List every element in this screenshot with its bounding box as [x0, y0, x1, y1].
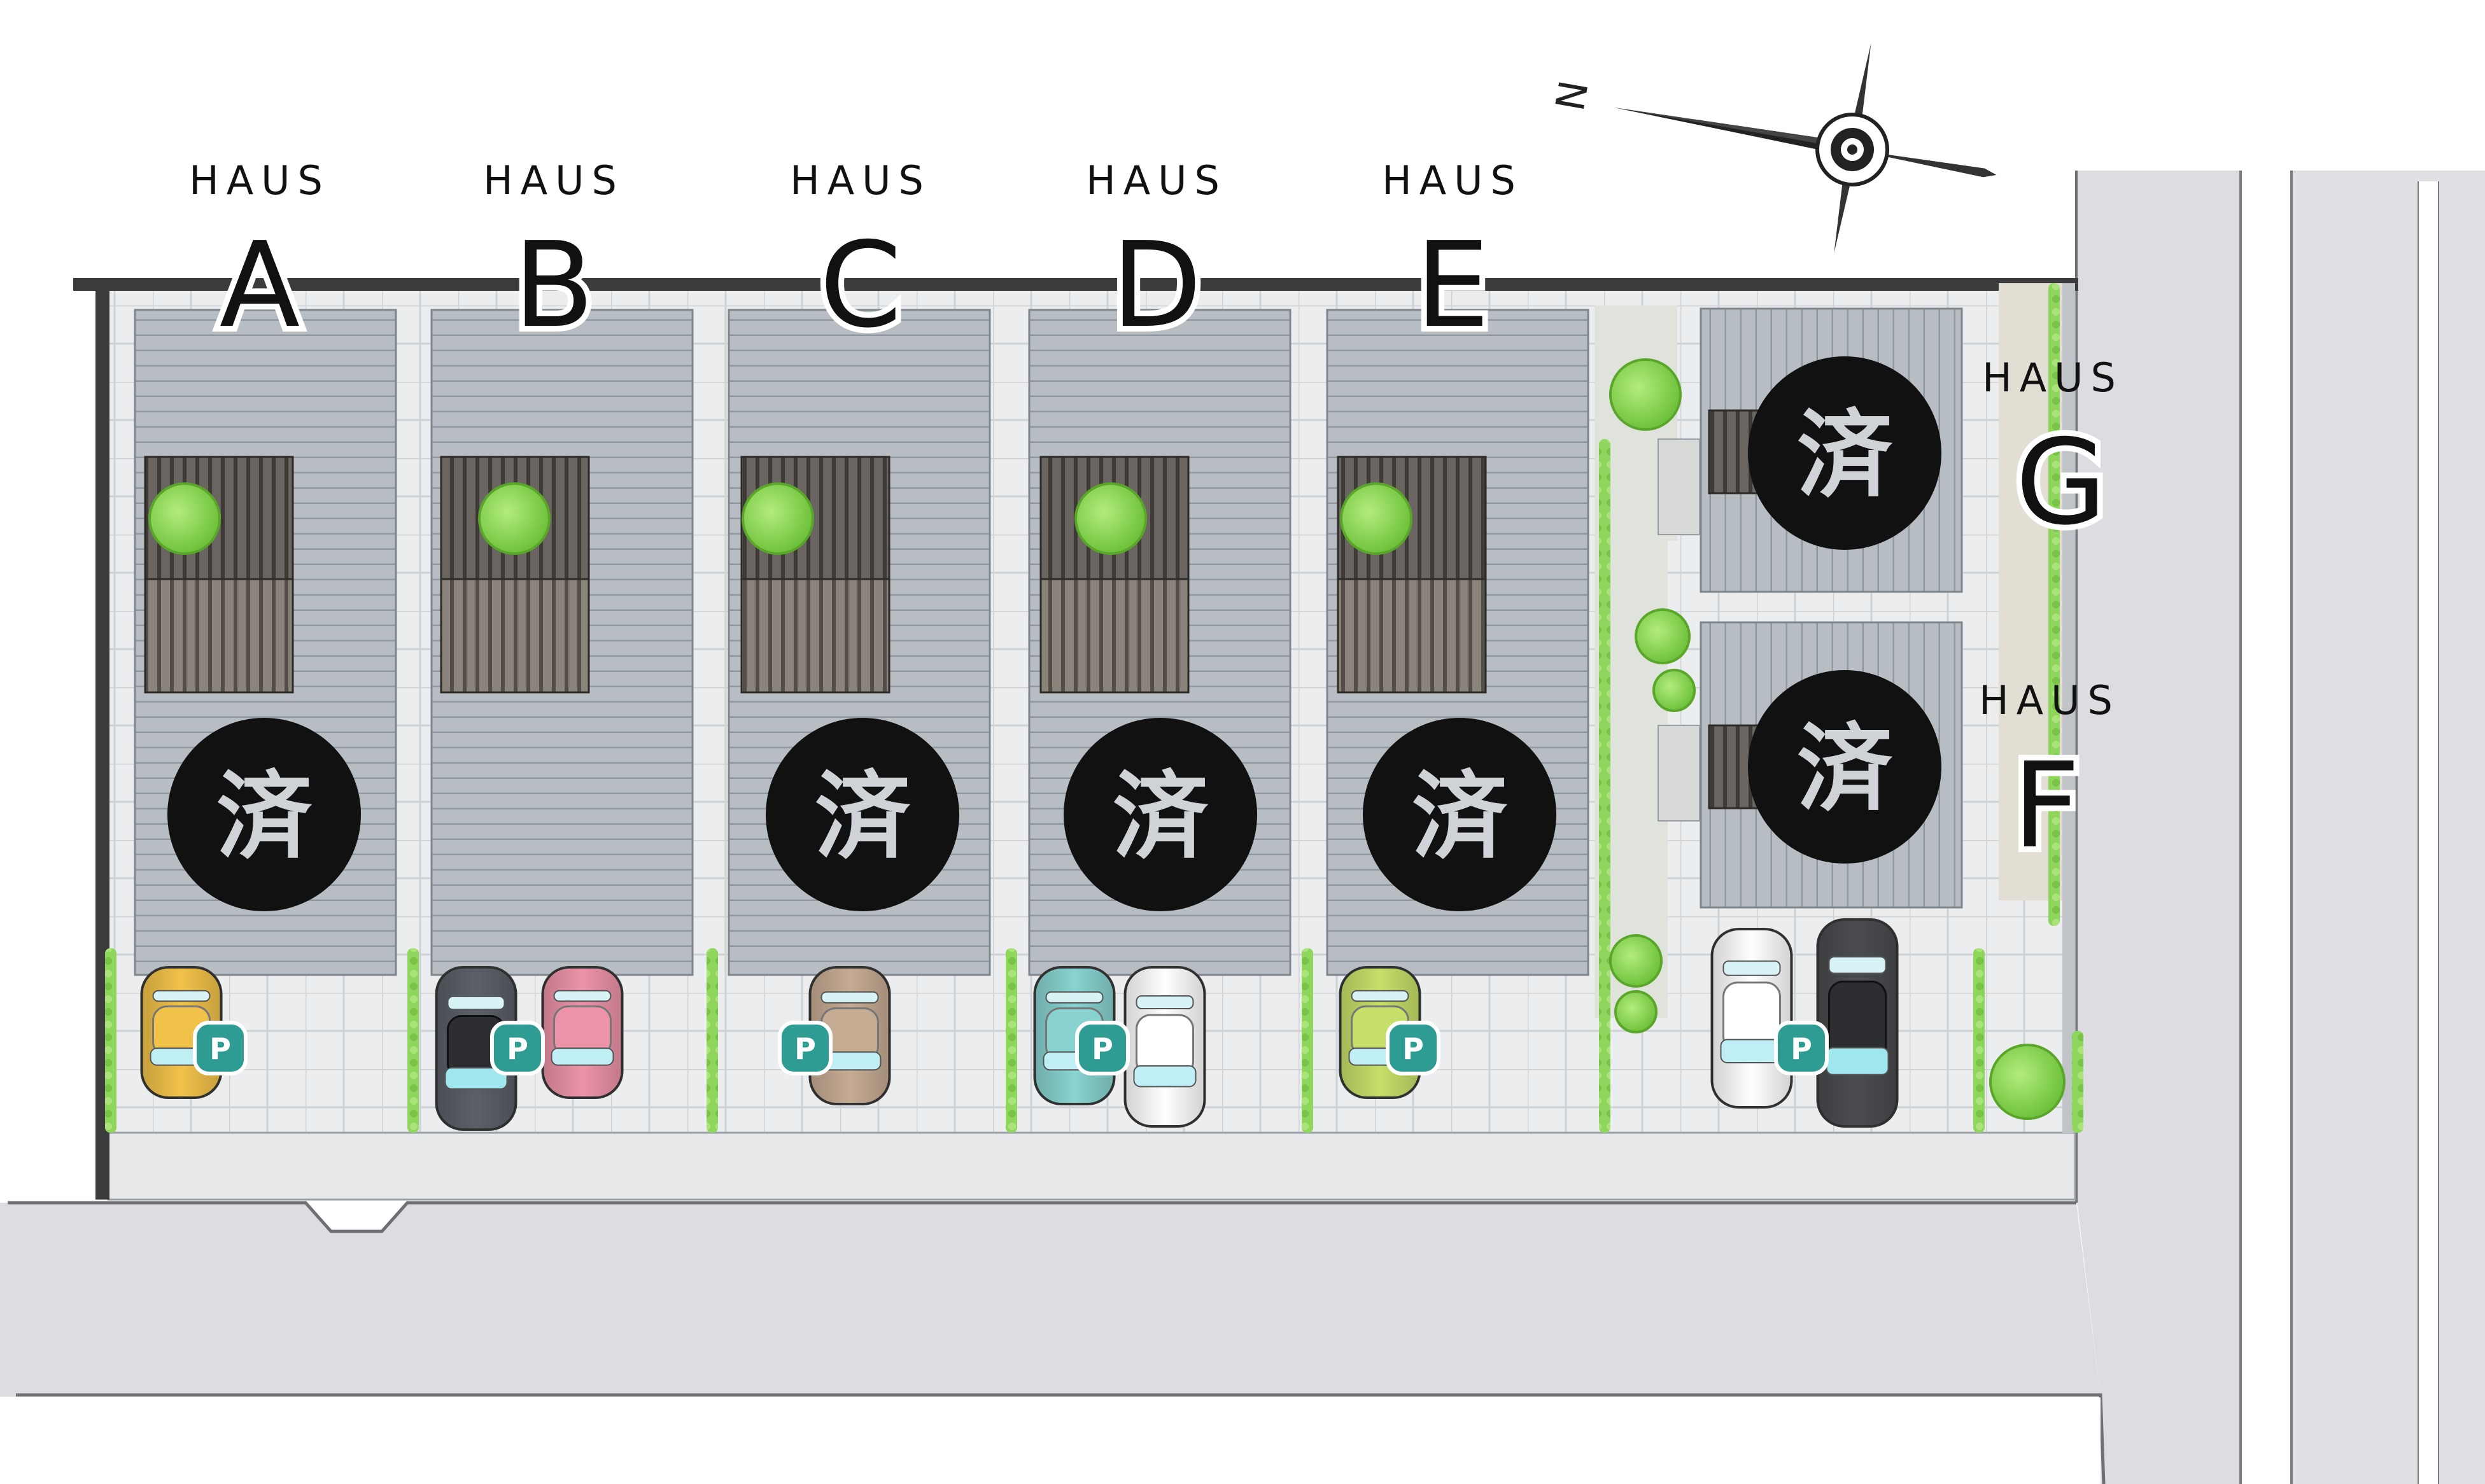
tree [1609, 358, 1682, 431]
house-e-letter: E [1416, 216, 1490, 354]
sold-marker-f: 済 [1748, 670, 1941, 864]
sold-label: 済 [216, 762, 313, 872]
house-g-haus-label: HAUS [1982, 354, 2123, 401]
house-g-letter: G [2015, 414, 2106, 551]
parking-label: P [209, 1032, 231, 1066]
tree [1609, 934, 1663, 988]
road-east [2076, 171, 2241, 1484]
house-d-letter: D [1111, 216, 1202, 354]
lot-north-wall [73, 278, 2078, 291]
house-b-letter: B [514, 216, 595, 354]
house-a-haus-label: HAUS [189, 157, 330, 204]
house-c-letter: C [819, 216, 901, 354]
parking-label: P [1791, 1032, 1812, 1066]
house-c-building [728, 309, 991, 976]
house-e-building [1326, 309, 1589, 976]
cars [140, 918, 1899, 1131]
house-c-haus-label: HAUS [790, 157, 931, 204]
house-e-haus-label: HAUS [1382, 157, 1523, 204]
parking-badges: P P P P P P [193, 1021, 1829, 1075]
car [1816, 918, 1899, 1128]
tree [1614, 990, 1658, 1033]
tree [1635, 608, 1691, 664]
house-f-haus-label: HAUS [1979, 677, 2120, 724]
sold-markers: 済 済 済 済 済 済 [167, 356, 1941, 911]
parking-badge-b: P [490, 1021, 545, 1075]
car [435, 966, 517, 1131]
parking-label: P [794, 1032, 816, 1066]
compass-needle [1614, 43, 1997, 253]
house-b-haus-label: HAUS [483, 157, 624, 204]
tree [1074, 482, 1147, 555]
parking-badge-d: P [1075, 1021, 1130, 1075]
parking-badge-a: P [193, 1021, 248, 1075]
parking-label: P [507, 1032, 528, 1066]
tree [742, 482, 814, 555]
sold-label: 済 [1412, 762, 1508, 872]
house-f-letter: F [2013, 737, 2080, 874]
tree [148, 482, 221, 555]
hedges [105, 283, 2083, 1133]
road-south [0, 1203, 2101, 1397]
compass-rose: N [1545, 43, 1997, 253]
house-labels: HAUS A HAUS B HAUS C HAUS D HAUS E HAUS … [189, 157, 2123, 880]
car [1710, 928, 1793, 1109]
car [808, 966, 891, 1105]
sold-label: 済 [1797, 714, 1893, 825]
tree [1652, 669, 1696, 712]
sold-marker-a: 済 [167, 718, 361, 911]
sidewalk-strip [107, 1131, 2076, 1201]
lot-east-wall [2062, 283, 2075, 1133]
road-east-lane-divider [2241, 171, 2291, 1484]
sold-label: 済 [1797, 400, 1893, 511]
parking-label: P [1092, 1032, 1113, 1066]
tree [1340, 482, 1412, 555]
buildings [134, 307, 1963, 976]
sold-marker-c: 済 [766, 718, 959, 911]
sold-label: 済 [815, 762, 911, 872]
tree [1989, 1044, 2066, 1120]
sold-label: 済 [1113, 762, 1209, 872]
car [1123, 966, 1206, 1128]
parking-badge-c: P [778, 1021, 833, 1075]
parking-badge-f: P [1774, 1021, 1829, 1075]
compass-north-label: N [1545, 77, 1596, 114]
house-b-building [430, 309, 694, 976]
tree [478, 482, 551, 555]
parking-label: P [1402, 1032, 1424, 1066]
house-a-letter: A [220, 216, 300, 354]
sold-marker-d: 済 [1064, 718, 1257, 911]
parking-badge-e: P [1386, 1021, 1440, 1075]
sold-marker-e: 済 [1363, 718, 1556, 911]
house-d-haus-label: HAUS [1086, 157, 1227, 204]
car [541, 966, 624, 1099]
roads [0, 171, 2485, 1484]
sold-marker-g: 済 [1748, 356, 1941, 550]
trees [148, 358, 2066, 1120]
